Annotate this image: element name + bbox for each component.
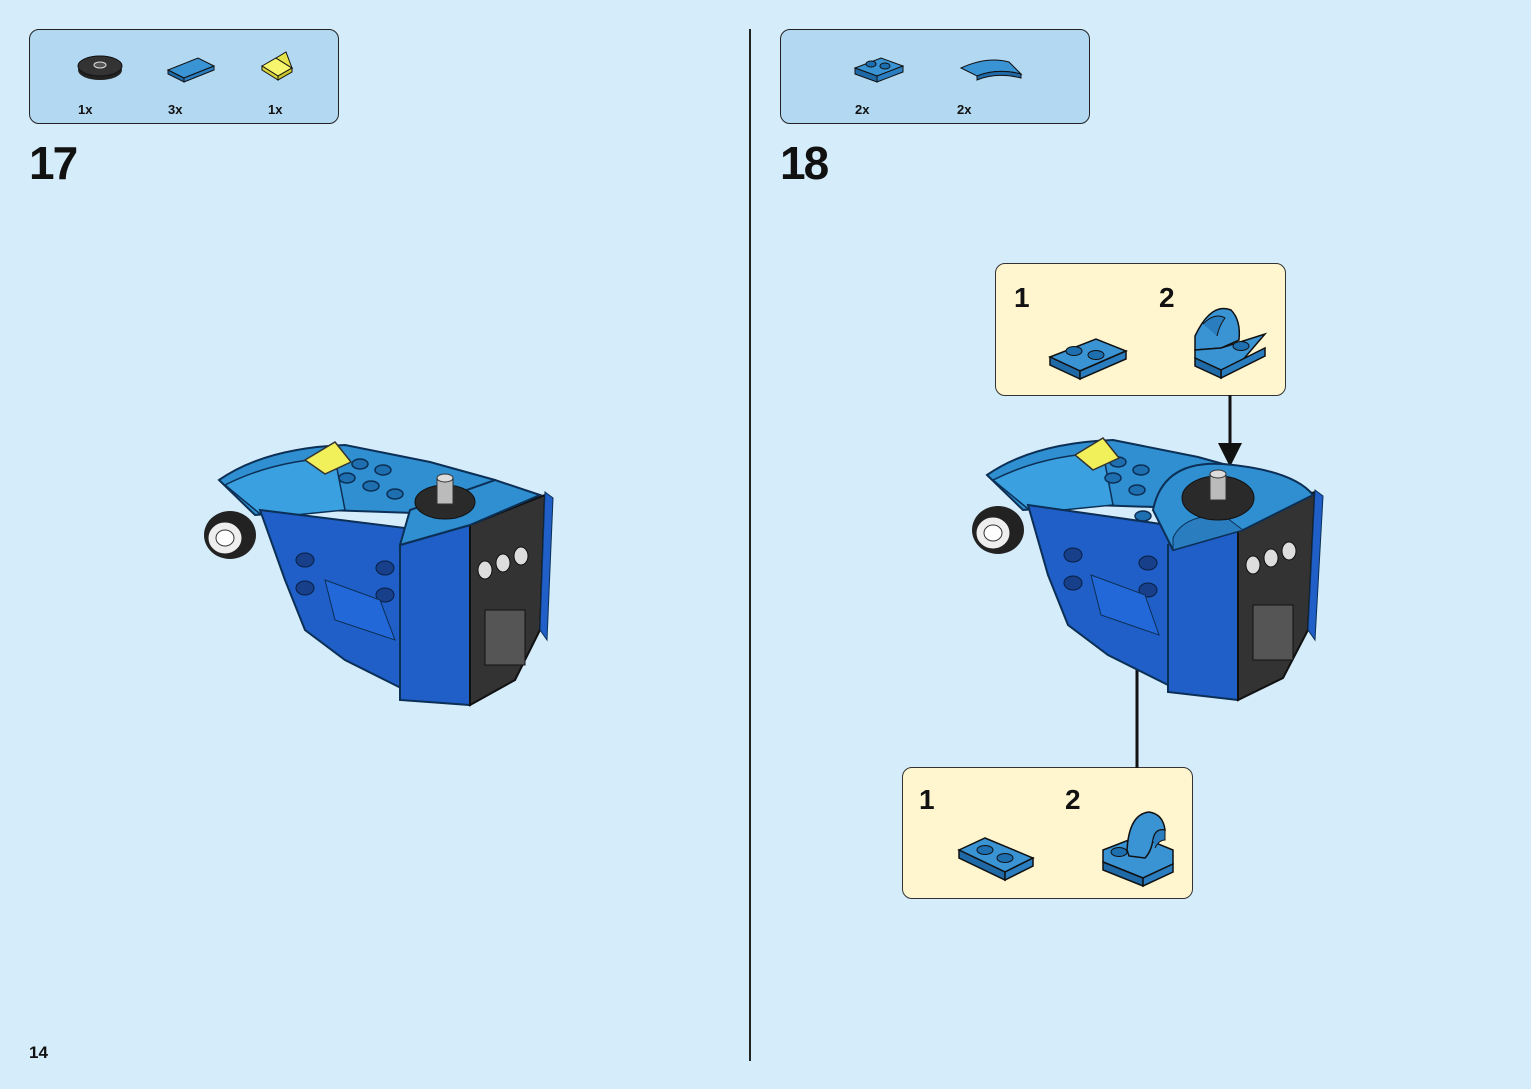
step-number: 18 (780, 136, 827, 190)
yellow-transparent-slope-icon (258, 46, 318, 86)
substep-label: 2 (1159, 282, 1175, 314)
part-qty: 2x (957, 102, 1017, 117)
page-number: 14 (29, 1043, 48, 1063)
part-curved-tile: 2x (957, 46, 1017, 106)
part-round-tile: 1x (74, 46, 134, 106)
parts-callout-step-18: 2x 2x (780, 29, 1090, 124)
part-yellow-slope: 1x (258, 46, 318, 106)
part-qty: 3x (168, 102, 228, 117)
blue-plate-1x2-icon (851, 46, 911, 86)
substep-label: 1 (919, 784, 935, 816)
part-qty: 1x (78, 102, 138, 117)
round-black-tile-icon (74, 46, 134, 86)
step-number: 17 (29, 136, 76, 190)
substep-label: 1 (1014, 282, 1030, 314)
page-divider (749, 29, 751, 1061)
blue-tile-icon (164, 46, 224, 86)
blue-curved-slope-icon (1191, 300, 1276, 385)
blue-curved-slope-icon (1099, 806, 1179, 888)
parts-callout-step-17: 1x 3x 1x (29, 29, 339, 124)
part-qty: 2x (855, 102, 915, 117)
blue-plate-1x2-icon (955, 830, 1040, 885)
model-illustration-step-18 (963, 430, 1333, 720)
subassembly-box-upper: 1 2 (995, 263, 1286, 396)
blue-plate-1x2-icon (1046, 329, 1131, 384)
part-blue-tile: 3x (164, 46, 224, 106)
part-blue-plate: 2x (851, 46, 911, 106)
model-illustration-step-17 (195, 430, 565, 720)
blue-curved-tile-icon (957, 46, 1027, 86)
substep-label: 2 (1065, 784, 1081, 816)
part-qty: 1x (268, 102, 328, 117)
subassembly-box-lower: 1 2 (902, 767, 1193, 899)
